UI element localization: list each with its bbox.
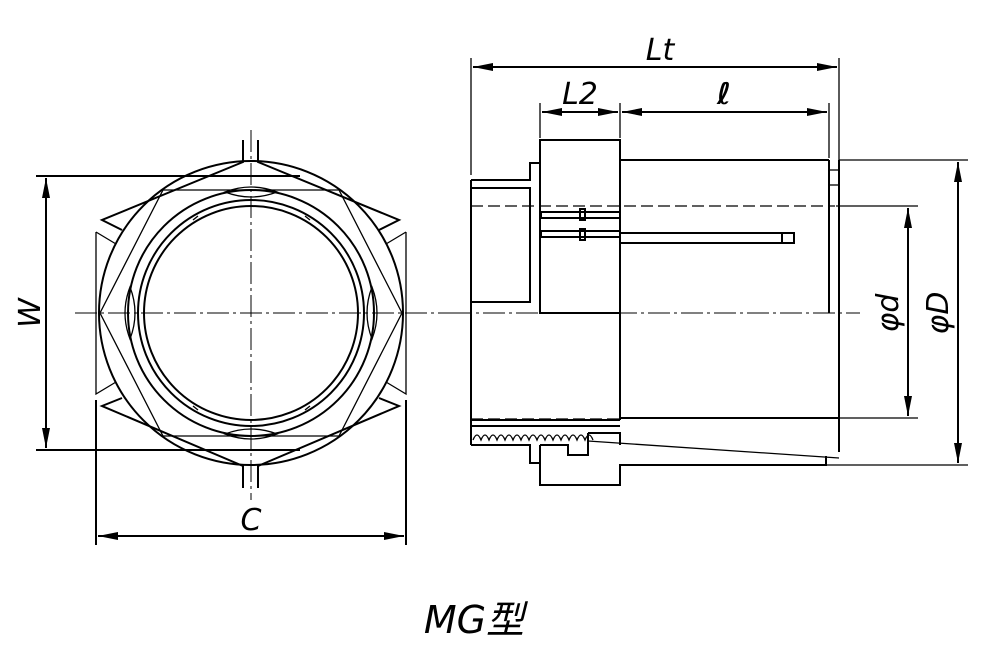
dimension-phi-D: φD xyxy=(826,159,968,466)
dimension-lt: Lt xyxy=(470,33,840,175)
front-view: W C xyxy=(13,130,455,545)
middle-ring xyxy=(127,189,375,437)
drawing-caption: MG型 xyxy=(424,598,528,642)
dimension-l2: L2 xyxy=(539,77,621,138)
label-w: W xyxy=(13,297,48,328)
dimension-l: ℓ xyxy=(622,77,830,158)
dimension-phi-d: φd xyxy=(836,205,918,419)
label-ell: ℓ xyxy=(716,77,731,112)
side-view: Lt L2 ℓ φd φD xyxy=(450,33,968,486)
inner-ring-a xyxy=(137,199,365,427)
label-c: C xyxy=(241,503,262,538)
dimension-c: C xyxy=(95,400,407,545)
label-lt: Lt xyxy=(646,33,676,68)
outer-ring xyxy=(98,160,404,466)
inner-ring-b xyxy=(143,205,359,421)
label-phi-d: φd xyxy=(871,293,906,333)
label-phi-D: φD xyxy=(921,292,956,335)
label-l2: L2 xyxy=(562,77,598,112)
dimension-w: W xyxy=(13,175,300,451)
